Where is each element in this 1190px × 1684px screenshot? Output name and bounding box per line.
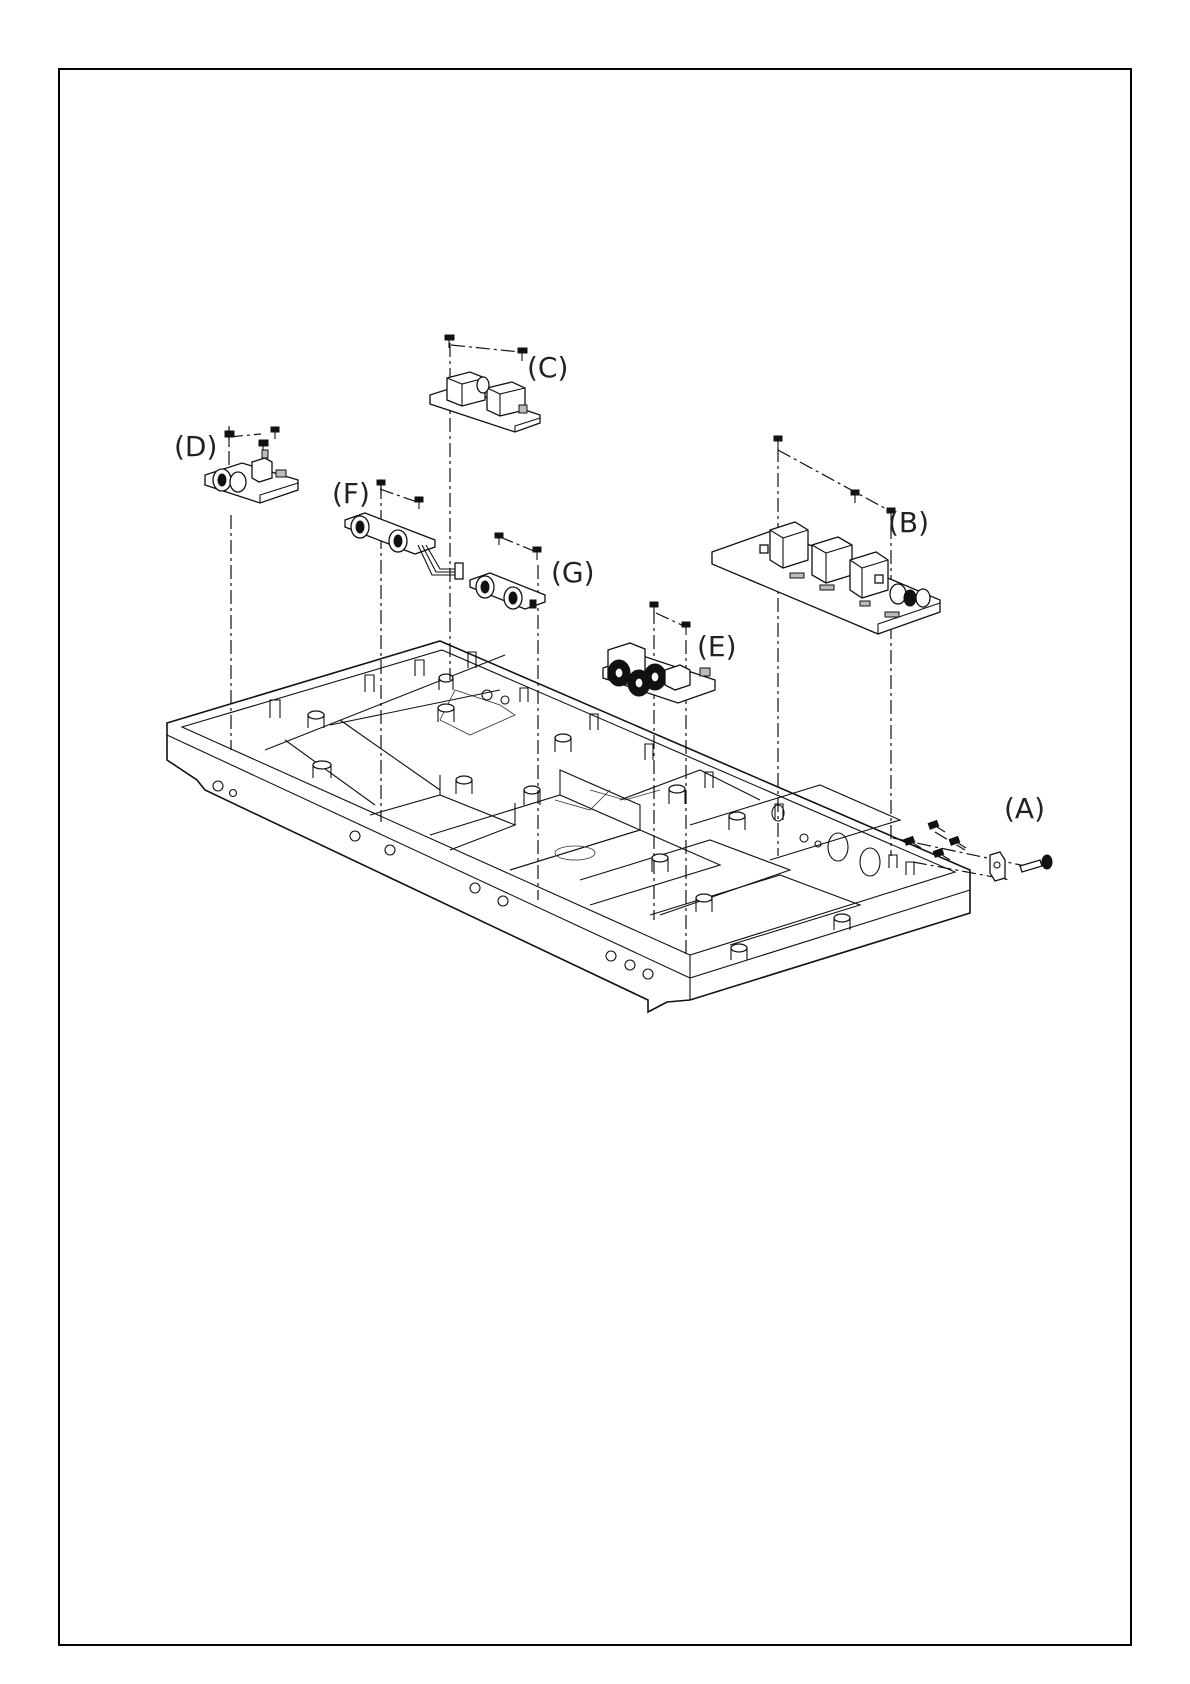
screw-icon bbox=[533, 547, 541, 560]
screw-icon bbox=[271, 427, 279, 439]
front-panel-holes bbox=[213, 690, 880, 979]
label-c: (C) bbox=[527, 351, 568, 384]
screw-icon bbox=[377, 480, 385, 493]
screw-icon bbox=[445, 335, 454, 348]
board-f bbox=[345, 513, 463, 579]
screw-icon bbox=[415, 497, 423, 509]
bottom-case bbox=[167, 641, 970, 1012]
label-b: (B) bbox=[888, 506, 929, 539]
screw-icon bbox=[851, 490, 859, 503]
screw-icon bbox=[774, 436, 782, 449]
screw-icon bbox=[904, 836, 921, 848]
label-a: (A) bbox=[1004, 792, 1045, 825]
screw-icon bbox=[928, 820, 945, 832]
board-c bbox=[430, 372, 540, 432]
board-d bbox=[205, 450, 298, 503]
screw-bosses bbox=[308, 674, 850, 960]
label-d: (D) bbox=[174, 430, 217, 463]
label-e: (E) bbox=[697, 630, 737, 663]
bracket-a bbox=[990, 852, 1052, 881]
screw-icon bbox=[518, 348, 527, 361]
screw-icon bbox=[949, 836, 966, 848]
board-g bbox=[470, 573, 545, 609]
screw-icon bbox=[495, 533, 503, 545]
label-g: (G) bbox=[551, 556, 595, 589]
screw-icon bbox=[682, 622, 690, 635]
screw-icon bbox=[225, 431, 234, 446]
label-f: (F) bbox=[332, 477, 370, 510]
